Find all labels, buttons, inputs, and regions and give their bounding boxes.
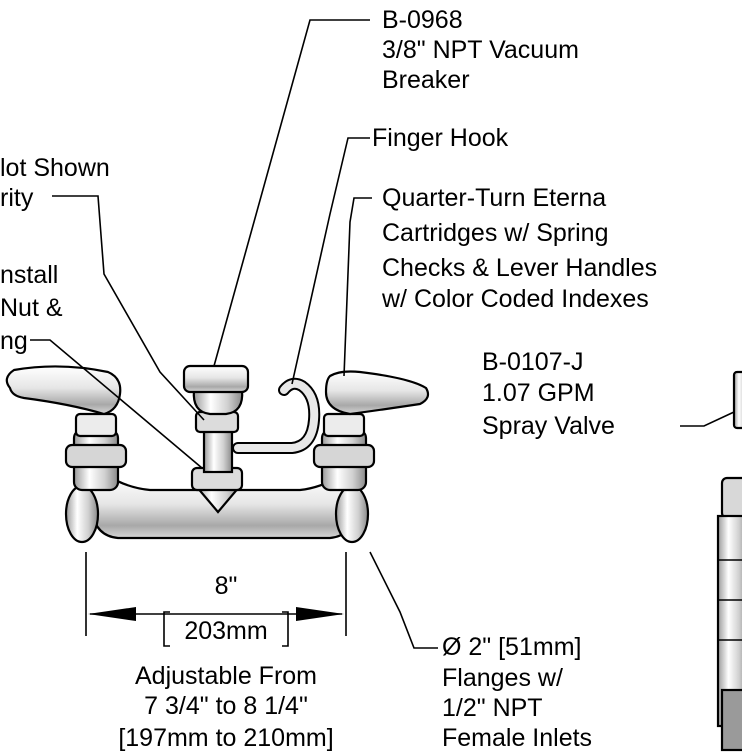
vb-line-2: 3/8" NPT Vacuum bbox=[382, 36, 579, 64]
spray-valve-drawing bbox=[716, 370, 742, 752]
finger-hook bbox=[232, 377, 321, 454]
inst-line-1: nstall bbox=[0, 261, 58, 289]
faucet-body bbox=[5, 364, 430, 544]
adj-line-1: Adjustable From bbox=[135, 662, 317, 690]
dim-arrow-left bbox=[88, 607, 136, 621]
left-valve-bonnet bbox=[74, 412, 118, 438]
right-valve-nut bbox=[312, 443, 376, 469]
label-finger-hook: Finger Hook bbox=[372, 124, 509, 152]
dimension-8in bbox=[85, 552, 347, 647]
vb-line-1: B-0968 bbox=[382, 6, 463, 34]
cart-line-3: Checks & Lever Handles bbox=[382, 254, 657, 282]
inst-line-2: Nut & bbox=[0, 294, 63, 322]
fh-line-1: Finger Hook bbox=[372, 124, 509, 152]
vacuum-breaker-cap bbox=[182, 364, 250, 394]
vb-line-3: Breaker bbox=[382, 66, 470, 94]
label-flanges: Ø 2" [51mm] Flanges w/ 1/2" NPT Female I… bbox=[442, 633, 592, 752]
left-valve-nut bbox=[64, 443, 128, 469]
spray-valve-threads bbox=[720, 688, 742, 752]
center-stem bbox=[202, 426, 234, 474]
adj-line-2: 7 3/4" to 8 1/4" bbox=[144, 692, 308, 720]
cart-line-1: Quarter-Turn Eterna bbox=[382, 184, 606, 212]
dim-metric: 203mm bbox=[184, 617, 267, 645]
label-spray-valve: B-0107-J 1.07 GPM Spray Valve bbox=[482, 348, 615, 440]
ns-line-2: rity bbox=[0, 184, 34, 212]
spray-valve-head bbox=[732, 370, 742, 430]
label-vacuum-breaker: B-0968 3/8" NPT Vacuum Breaker bbox=[382, 6, 579, 94]
fl-line-3: 1/2" NPT bbox=[442, 694, 543, 722]
cart-line-4: w/ Color Coded Indexes bbox=[381, 285, 649, 313]
sv-line-1: B-0107-J bbox=[482, 348, 583, 376]
sv-line-2: 1.07 GPM bbox=[482, 379, 595, 407]
right-valve-bonnet bbox=[322, 412, 366, 438]
spray-valve-collar bbox=[720, 476, 742, 520]
inst-line-3: ng bbox=[0, 327, 28, 355]
dim-value: 8" bbox=[215, 572, 238, 600]
adj-line-3: [197mm to 210mm] bbox=[118, 724, 333, 752]
label-not-shown: lot Shown rity bbox=[0, 154, 110, 212]
right-lever-handle bbox=[324, 370, 430, 416]
left-lever-handle bbox=[5, 365, 122, 416]
ns-line-1: lot Shown bbox=[0, 154, 110, 182]
dim-arrow-right bbox=[296, 607, 344, 621]
left-flange bbox=[64, 484, 100, 544]
label-install: nstall Nut & ng bbox=[0, 261, 63, 355]
label-cartridges: Quarter-Turn Eterna Cartridges w/ Spring… bbox=[381, 184, 657, 313]
vacuum-breaker-body bbox=[192, 388, 244, 416]
right-flange bbox=[334, 484, 370, 544]
fl-line-4: Female Inlets bbox=[442, 724, 592, 752]
cart-line-2: Cartridges w/ Spring bbox=[382, 219, 608, 247]
fl-line-2: Flanges w/ bbox=[442, 664, 563, 692]
label-dimension: 8" 203mm Adjustable From 7 3/4" to 8 1/4… bbox=[118, 572, 333, 752]
finger-hook-fill bbox=[234, 379, 319, 452]
leader-lines bbox=[30, 19, 735, 649]
fl-line-1: Ø 2" [51mm] bbox=[442, 633, 581, 661]
sv-line-3: Spray Valve bbox=[482, 412, 615, 440]
